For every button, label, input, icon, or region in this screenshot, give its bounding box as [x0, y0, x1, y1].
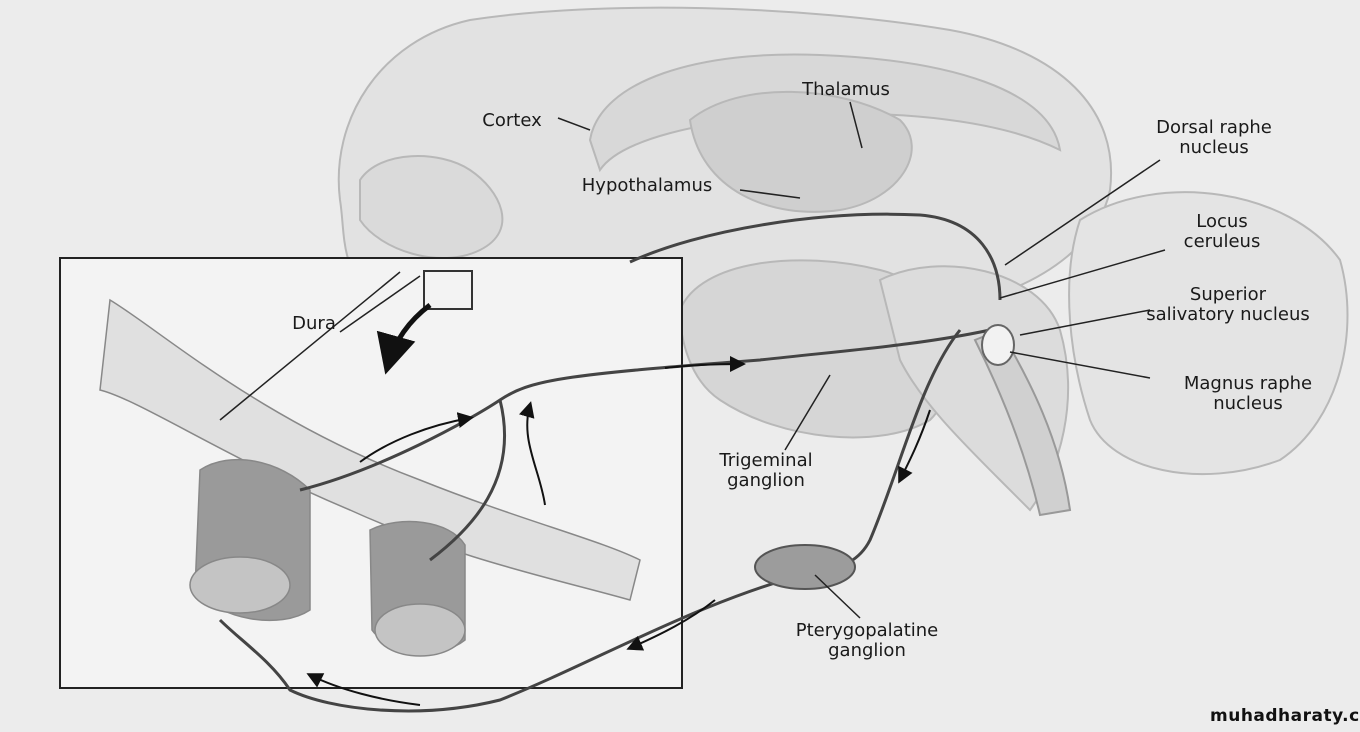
label-pterygopalatine-ganglion: Pterygopalatine ganglion: [795, 620, 939, 661]
label-locus-ceruleus: Locus ceruleus: [1183, 211, 1261, 252]
label-dorsal-raphe: Dorsal raphe nucleus: [1156, 117, 1272, 158]
label-superior-salivatory: Superior salivatory nucleus: [1146, 284, 1310, 325]
pterygopalatine-ganglion-shape: [754, 544, 856, 590]
label-cortex: Cortex: [482, 110, 542, 131]
label-dura: Dura: [292, 313, 336, 334]
label-magnus-raphe: Magnus raphe nucleus: [1183, 373, 1313, 414]
watermark: muhadharaty.com: [1210, 706, 1360, 726]
label-hypothalamus: Hypothalamus: [581, 175, 713, 196]
zoom-square: [423, 270, 473, 310]
label-thalamus: Thalamus: [802, 79, 890, 100]
label-trigeminal-ganglion: Trigeminal ganglion: [719, 450, 813, 491]
